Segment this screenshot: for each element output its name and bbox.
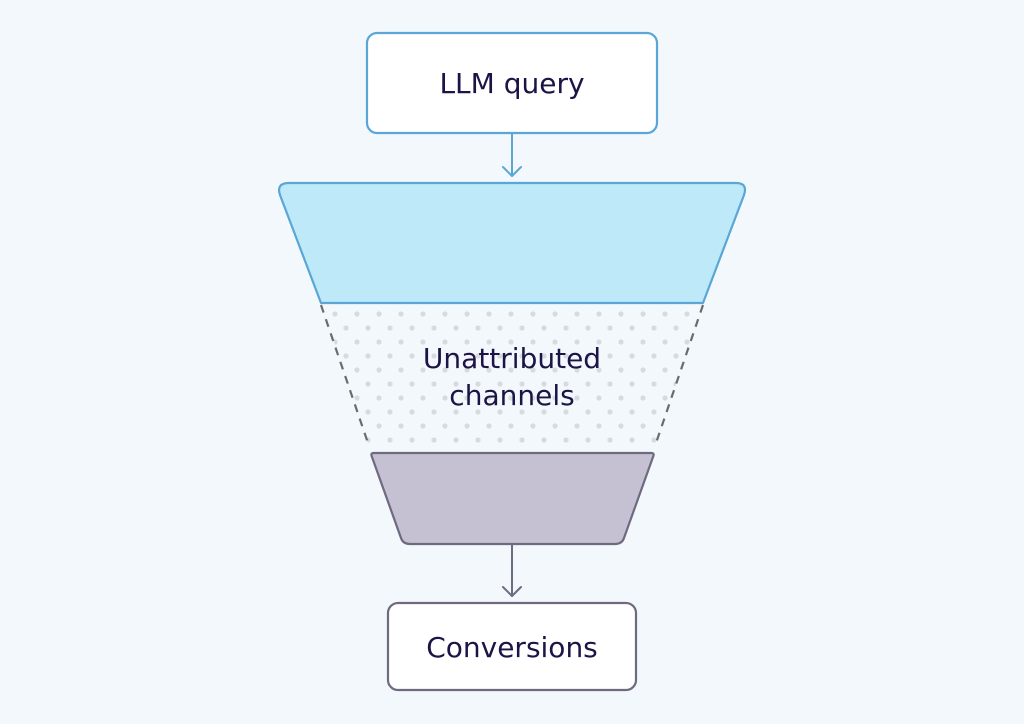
arrow-down-icon [502, 544, 522, 597]
conversions-box [386, 601, 638, 692]
llm-query-node: LLM query [365, 31, 659, 135]
funnel-bottom-section [370, 451, 655, 546]
unattributed-label-line2: channels [449, 379, 574, 412]
llm-query-label: LLM query [439, 67, 584, 100]
dot-pattern [321, 303, 703, 447]
funnel-top-section [277, 181, 747, 305]
dashed-left-edge [319, 304, 371, 447]
conversions-node: Conversions [386, 601, 638, 692]
conversions-label: Conversions [426, 631, 598, 664]
unattributed-label-line1: Unattributed [423, 342, 601, 375]
dashed-right-edge [653, 304, 705, 447]
funnel-middle-section: Unattributed channels [319, 303, 705, 447]
arrow-down-icon [502, 133, 522, 177]
